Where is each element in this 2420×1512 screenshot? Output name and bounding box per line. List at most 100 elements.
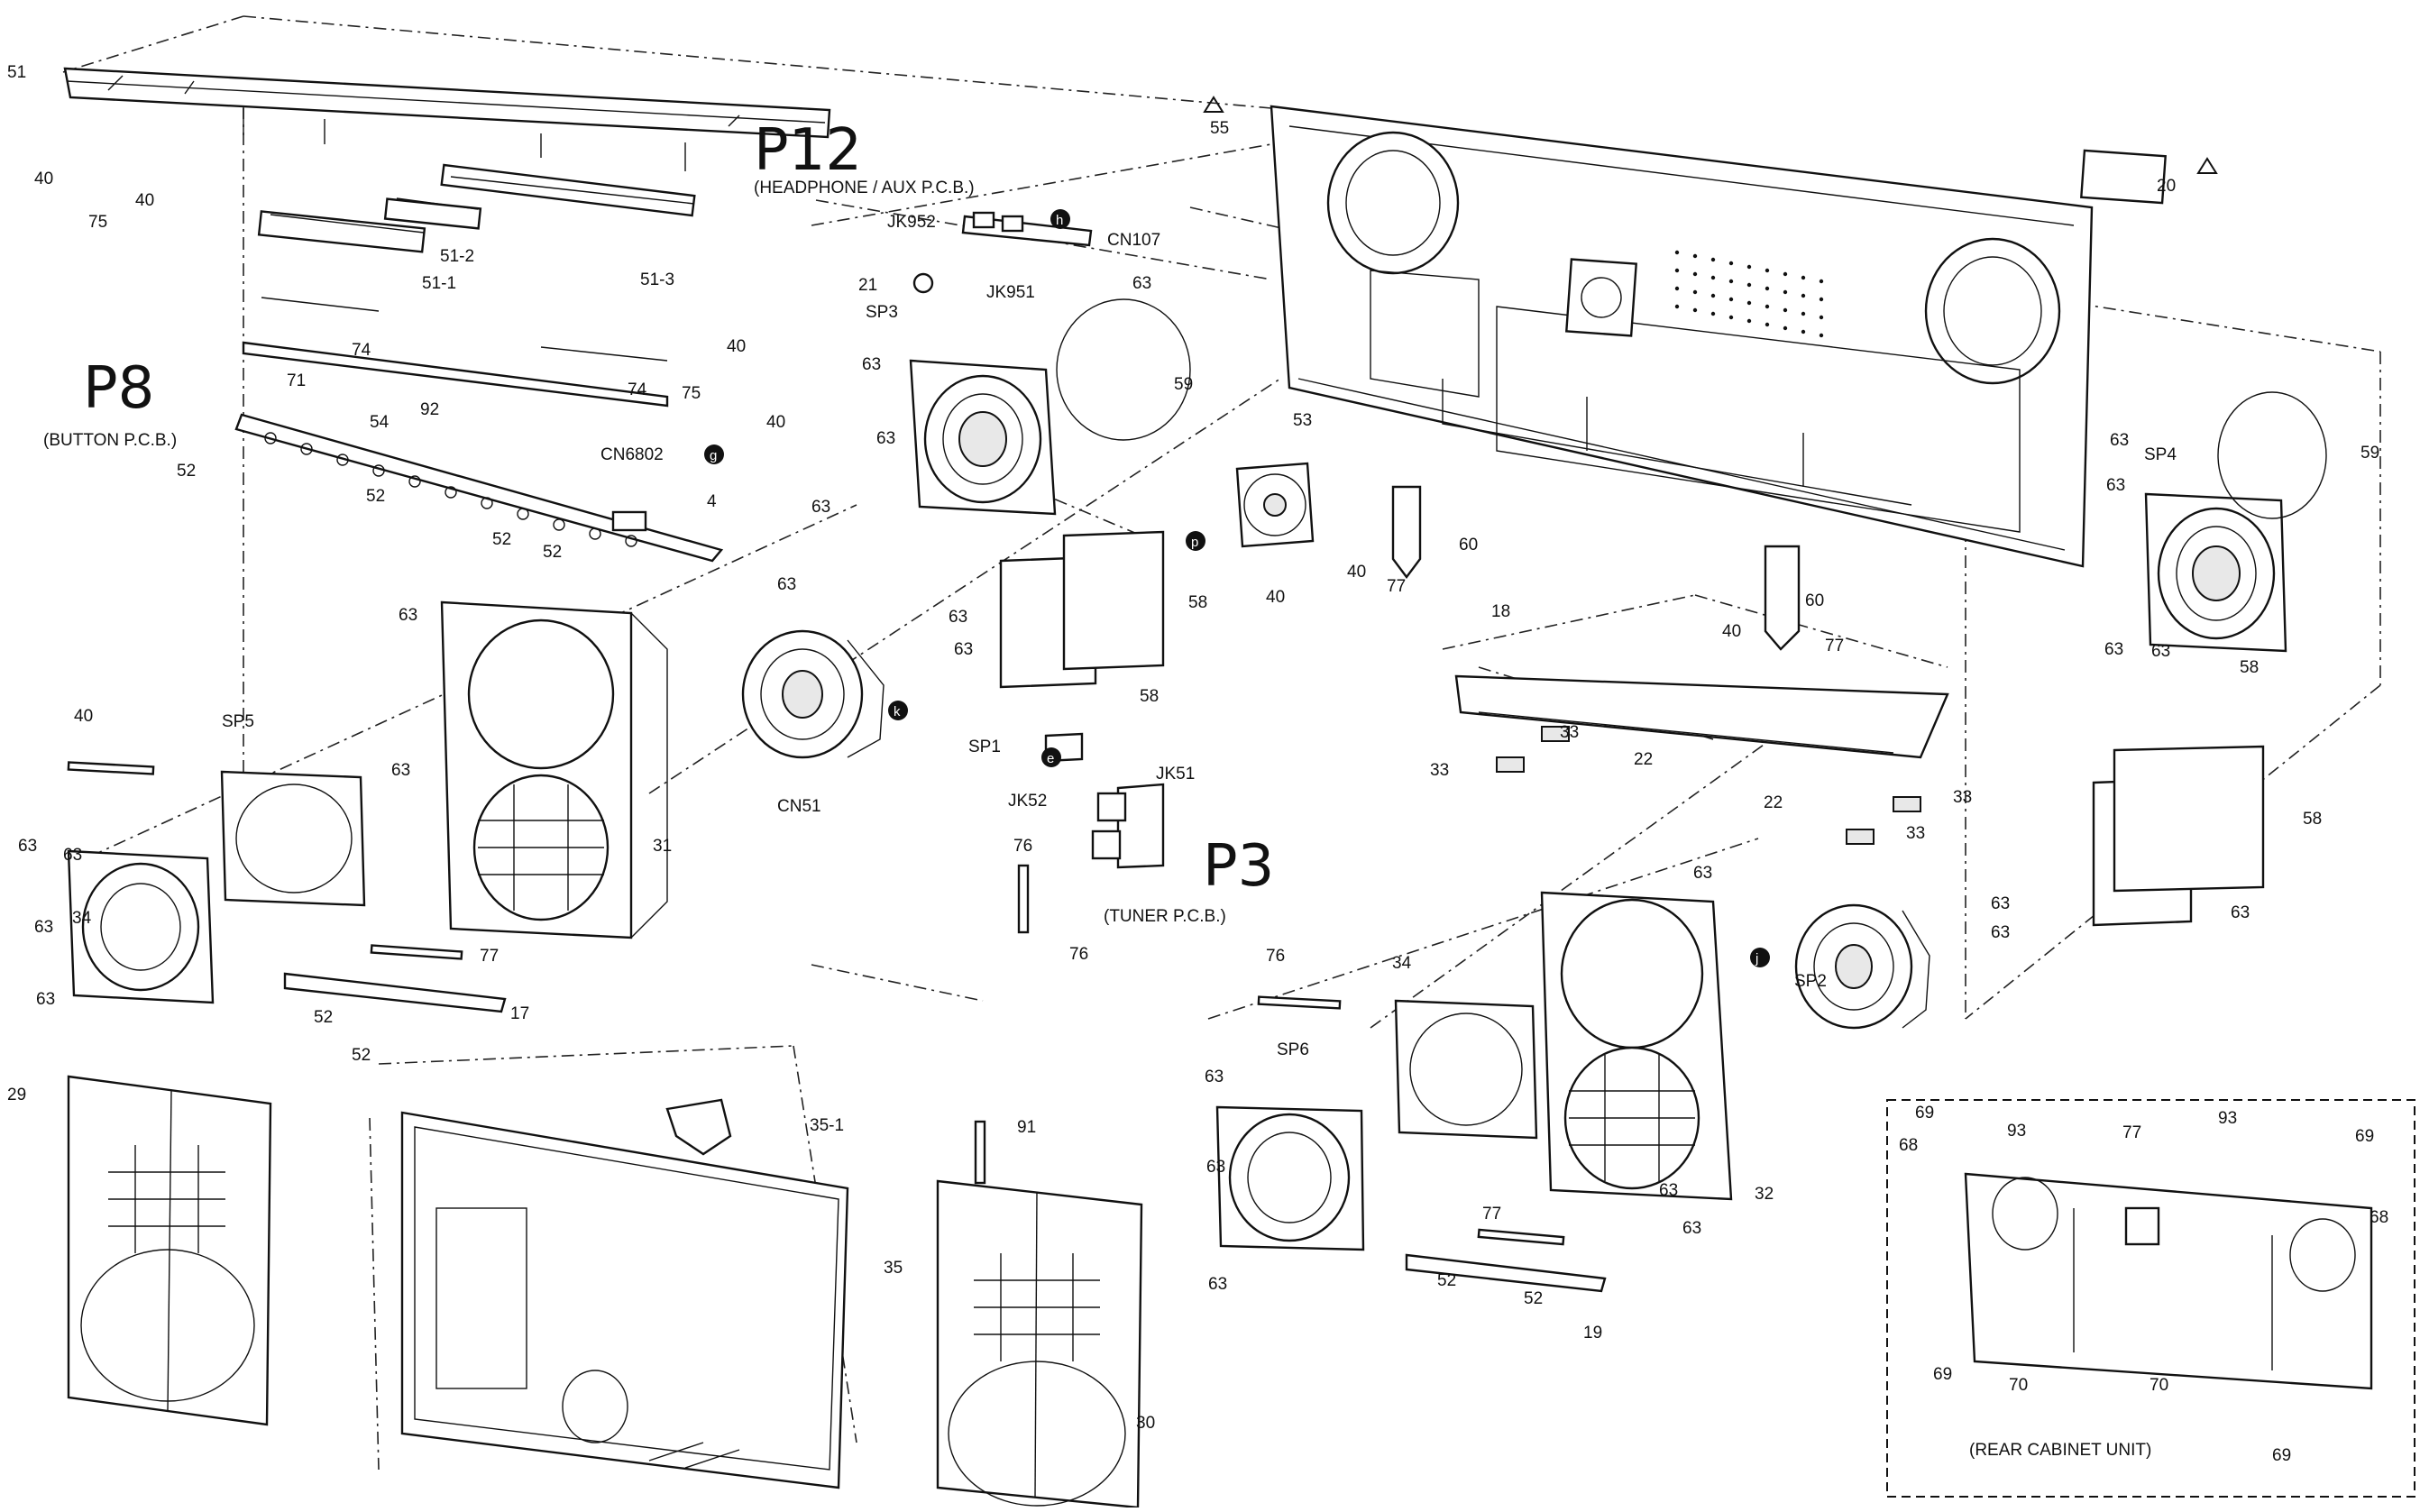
callout-13: 54 xyxy=(370,413,390,432)
svg-text:e: e xyxy=(1047,751,1054,766)
label-p3-caption: (TUNER P.C.B.) xyxy=(1104,907,1226,926)
speaker-sp3 xyxy=(909,359,1057,516)
callout-91: 76 xyxy=(1266,947,1285,966)
brackets-60 xyxy=(1391,485,1801,651)
marker-e-icon xyxy=(1041,747,1061,767)
callout-51: 63 xyxy=(2106,476,2125,495)
callout-85: 91 xyxy=(1017,1118,1036,1137)
callout-17: 52 xyxy=(492,530,511,549)
callout-2: 40 xyxy=(135,191,154,210)
callout-110: 68 xyxy=(2370,1208,2388,1227)
marker-g-icon xyxy=(704,444,724,464)
callout-58: 63 xyxy=(2231,903,2250,922)
callout-37: 77 xyxy=(1387,577,1406,596)
callout-70: SP5 xyxy=(222,712,254,731)
main-cabinet-55 xyxy=(1270,105,2167,568)
headphone-aux-pcb xyxy=(912,211,1093,294)
tuner-pcb xyxy=(1017,732,1165,934)
callout-19: 4 xyxy=(707,492,717,511)
callout-30: 63 xyxy=(876,429,895,448)
callout-39: 77 xyxy=(1825,637,1844,655)
fan-53 xyxy=(1235,462,1315,548)
callout-52: 63 xyxy=(2104,640,2123,659)
callout-24: CN107 xyxy=(1107,231,1160,250)
callout-28: SP3 xyxy=(866,303,898,322)
label-p12-caption: (HEADPHONE / AUX P.C.B.) xyxy=(754,179,975,197)
callout-18: 52 xyxy=(543,543,562,562)
callout-96: 63 xyxy=(1208,1275,1227,1294)
callout-45: 22 xyxy=(1764,793,1783,812)
callout-89: 63 xyxy=(1991,923,2010,942)
label-p3: P3 xyxy=(1203,833,1274,900)
callout-1: 40 xyxy=(34,170,53,188)
callout-105: 93 xyxy=(2007,1122,2026,1141)
callout-103: 63 xyxy=(1659,1181,1678,1200)
marker-k-icon xyxy=(888,701,908,720)
callout-50: 59 xyxy=(2360,444,2379,463)
callout-67: 40 xyxy=(74,707,93,726)
callout-56: 58 xyxy=(1140,687,1159,706)
callout-92: 34 xyxy=(1392,954,1412,973)
label-p8: P8 xyxy=(83,355,154,422)
callout-84: 35 xyxy=(884,1259,903,1278)
marker-p-icon xyxy=(1186,531,1205,551)
gasket-ring-59 xyxy=(1056,298,1191,441)
warning-icon xyxy=(1203,96,2218,174)
callout-63: CN51 xyxy=(777,797,821,816)
speaker-sp1 xyxy=(741,629,885,759)
callout-21: 55 xyxy=(1210,119,1229,138)
callout-73: 63 xyxy=(34,918,53,937)
callout-6: 51-3 xyxy=(640,270,674,289)
callout-60: 63 xyxy=(949,608,967,627)
svg-text:k: k xyxy=(894,704,901,719)
callout-72: 63 xyxy=(18,837,37,856)
callout-14: 92 xyxy=(420,400,439,419)
svg-text:h: h xyxy=(1056,213,1063,228)
callout-114: 69 xyxy=(2272,1446,2291,1465)
marker-j-icon xyxy=(1750,948,1770,967)
callout-26: 21 xyxy=(858,276,877,295)
speaker-sp6 xyxy=(1215,1105,1365,1251)
callout-106: 77 xyxy=(2122,1123,2141,1142)
spacer-blocks-58 xyxy=(999,530,2265,927)
callout-57: 58 xyxy=(2303,810,2322,829)
callout-83: 35-1 xyxy=(810,1116,844,1135)
callout-22: 20 xyxy=(2157,177,2176,196)
callout-46: 33 xyxy=(1953,788,1972,807)
callout-66: 76 xyxy=(1013,837,1032,856)
callout-102: 63 xyxy=(1682,1219,1701,1238)
callout-61: 63 xyxy=(954,640,973,659)
callout-76: 63 xyxy=(399,606,417,625)
callout-64: JK51 xyxy=(1156,765,1195,783)
callout-3: 75 xyxy=(88,213,107,232)
callout-62: SP1 xyxy=(968,738,1001,756)
callout-15: 52 xyxy=(177,462,196,481)
callout-38: 60 xyxy=(1805,591,1824,610)
callout-112: 70 xyxy=(2009,1376,2028,1395)
callout-7: 74 xyxy=(352,341,371,360)
callout-59: 63 xyxy=(777,575,796,594)
callout-111: 69 xyxy=(1933,1365,1952,1384)
callout-47: 33 xyxy=(1906,824,1925,843)
label-rear-cabinet: (REAR CABINET UNIT) xyxy=(1969,1441,2151,1460)
callout-23: JK952 xyxy=(887,213,936,232)
marker-icons: h g p k e j xyxy=(704,209,1770,967)
callout-77: 63 xyxy=(391,761,410,780)
callout-113: 70 xyxy=(2150,1376,2168,1395)
marker-h-icon xyxy=(1050,209,1070,229)
gasket-34b xyxy=(1394,999,1538,1140)
callout-79: 52 xyxy=(314,1008,333,1027)
callout-104: 69 xyxy=(1915,1104,1934,1123)
callout-8: 74 xyxy=(628,380,647,399)
callout-40: 40 xyxy=(1722,622,1741,641)
callout-107: 93 xyxy=(2218,1109,2237,1128)
callout-25: JK951 xyxy=(986,283,1035,302)
callout-74: 63 xyxy=(36,990,55,1009)
enclosure-32 xyxy=(1540,891,1733,1201)
callout-97: 32 xyxy=(1755,1185,1774,1204)
callout-20: CN6802 xyxy=(600,445,664,464)
callout-10: 40 xyxy=(727,337,746,356)
callout-35: 40 xyxy=(1347,563,1366,582)
callout-11: 40 xyxy=(766,413,785,432)
callout-94: 63 xyxy=(1205,1068,1224,1086)
